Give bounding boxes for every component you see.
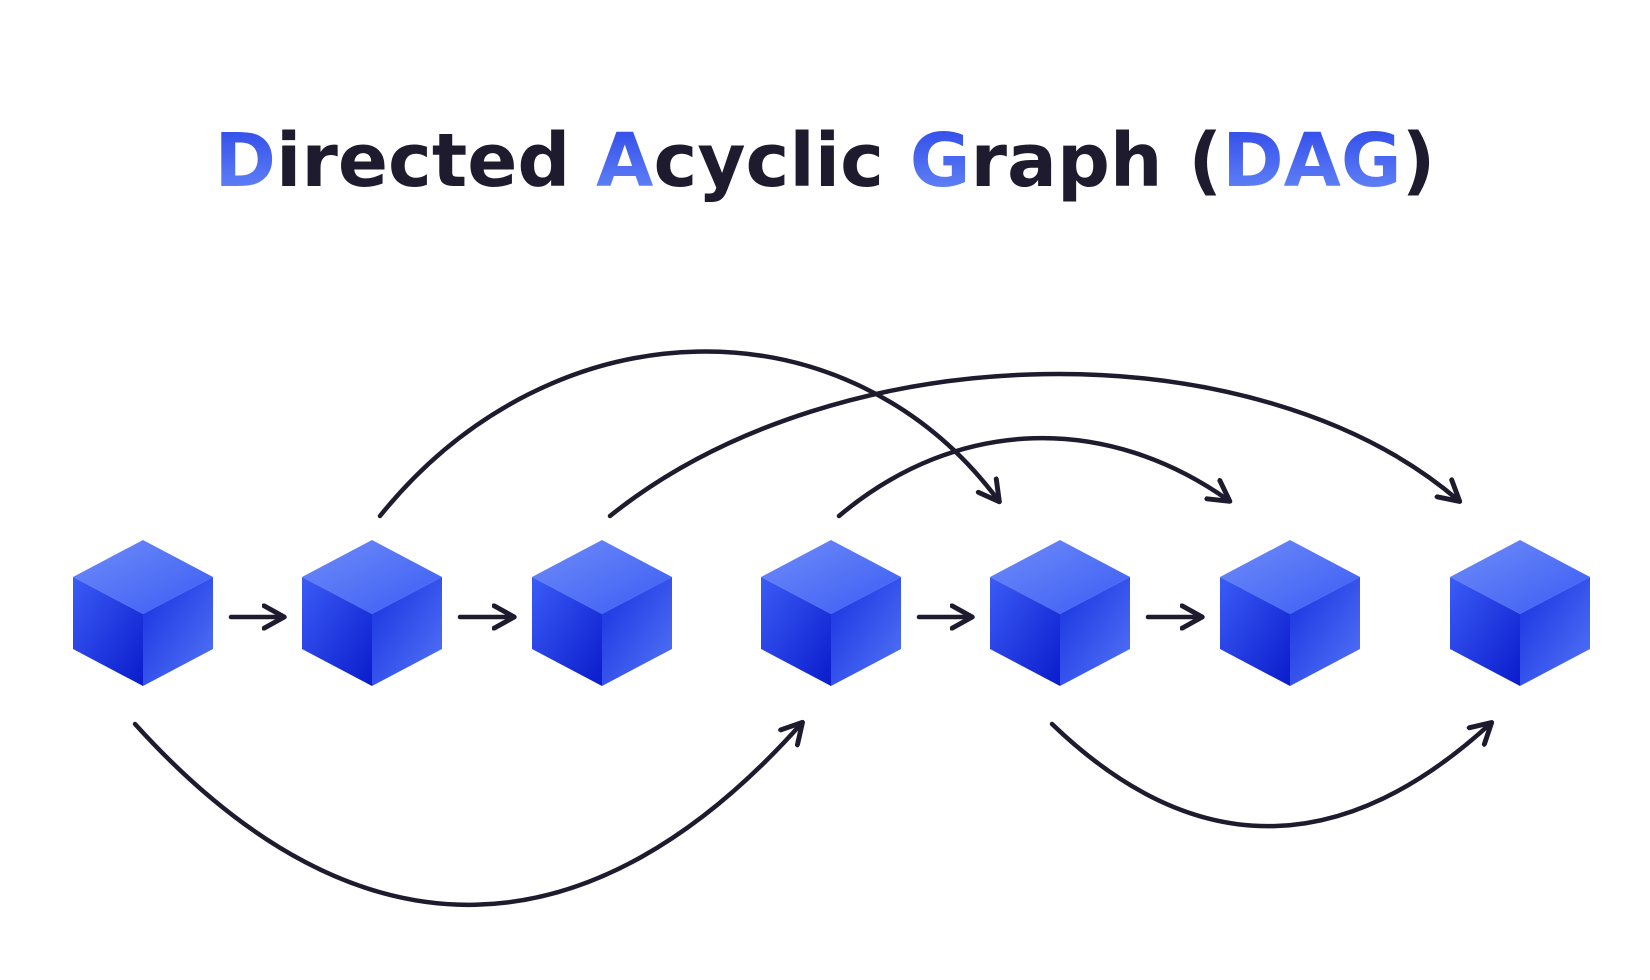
cube-right-face [831, 577, 901, 686]
title-segment: irected [276, 118, 596, 204]
cube-icon [1450, 540, 1590, 686]
edge-arc-arrow [377, 349, 998, 519]
edge-arc-arrow [132, 724, 801, 907]
title-segment: DAG [1222, 118, 1401, 204]
cube-right-face [143, 577, 213, 686]
cube-right-face [602, 577, 672, 686]
cube-icon [73, 540, 213, 686]
title-segment: A [596, 118, 653, 204]
page-title: Directed Acyclic Graph (DAG) [215, 118, 1436, 204]
cube-icon [761, 540, 901, 686]
title-segment: G [910, 118, 971, 204]
cube-left-face [761, 577, 831, 686]
cube-right-face [1290, 577, 1360, 686]
cube-right-face [1060, 577, 1130, 686]
cube-left-face [532, 577, 602, 686]
cube-icon [532, 540, 672, 686]
cube-icon [302, 540, 442, 686]
cube-left-face [1450, 577, 1520, 686]
cube-right-face [372, 577, 442, 686]
cube-left-face [1220, 577, 1290, 686]
cube-icon [1220, 540, 1360, 686]
title-segment: cyclic [653, 118, 909, 204]
edge-arc-arrow [836, 436, 1228, 519]
cube-right-face [1520, 577, 1590, 686]
cube-left-face [990, 577, 1060, 686]
cube-icon [990, 540, 1130, 686]
title-segment: ) [1402, 118, 1436, 204]
edge-arc-arrow [1049, 724, 1490, 829]
nodes-layer [73, 540, 1590, 686]
cube-left-face [302, 577, 372, 686]
cube-left-face [73, 577, 143, 686]
title-segment: D [215, 118, 276, 204]
edges-layer [132, 349, 1490, 907]
title-segment: raph ( [971, 118, 1223, 204]
edge-arc-arrow [607, 371, 1458, 519]
